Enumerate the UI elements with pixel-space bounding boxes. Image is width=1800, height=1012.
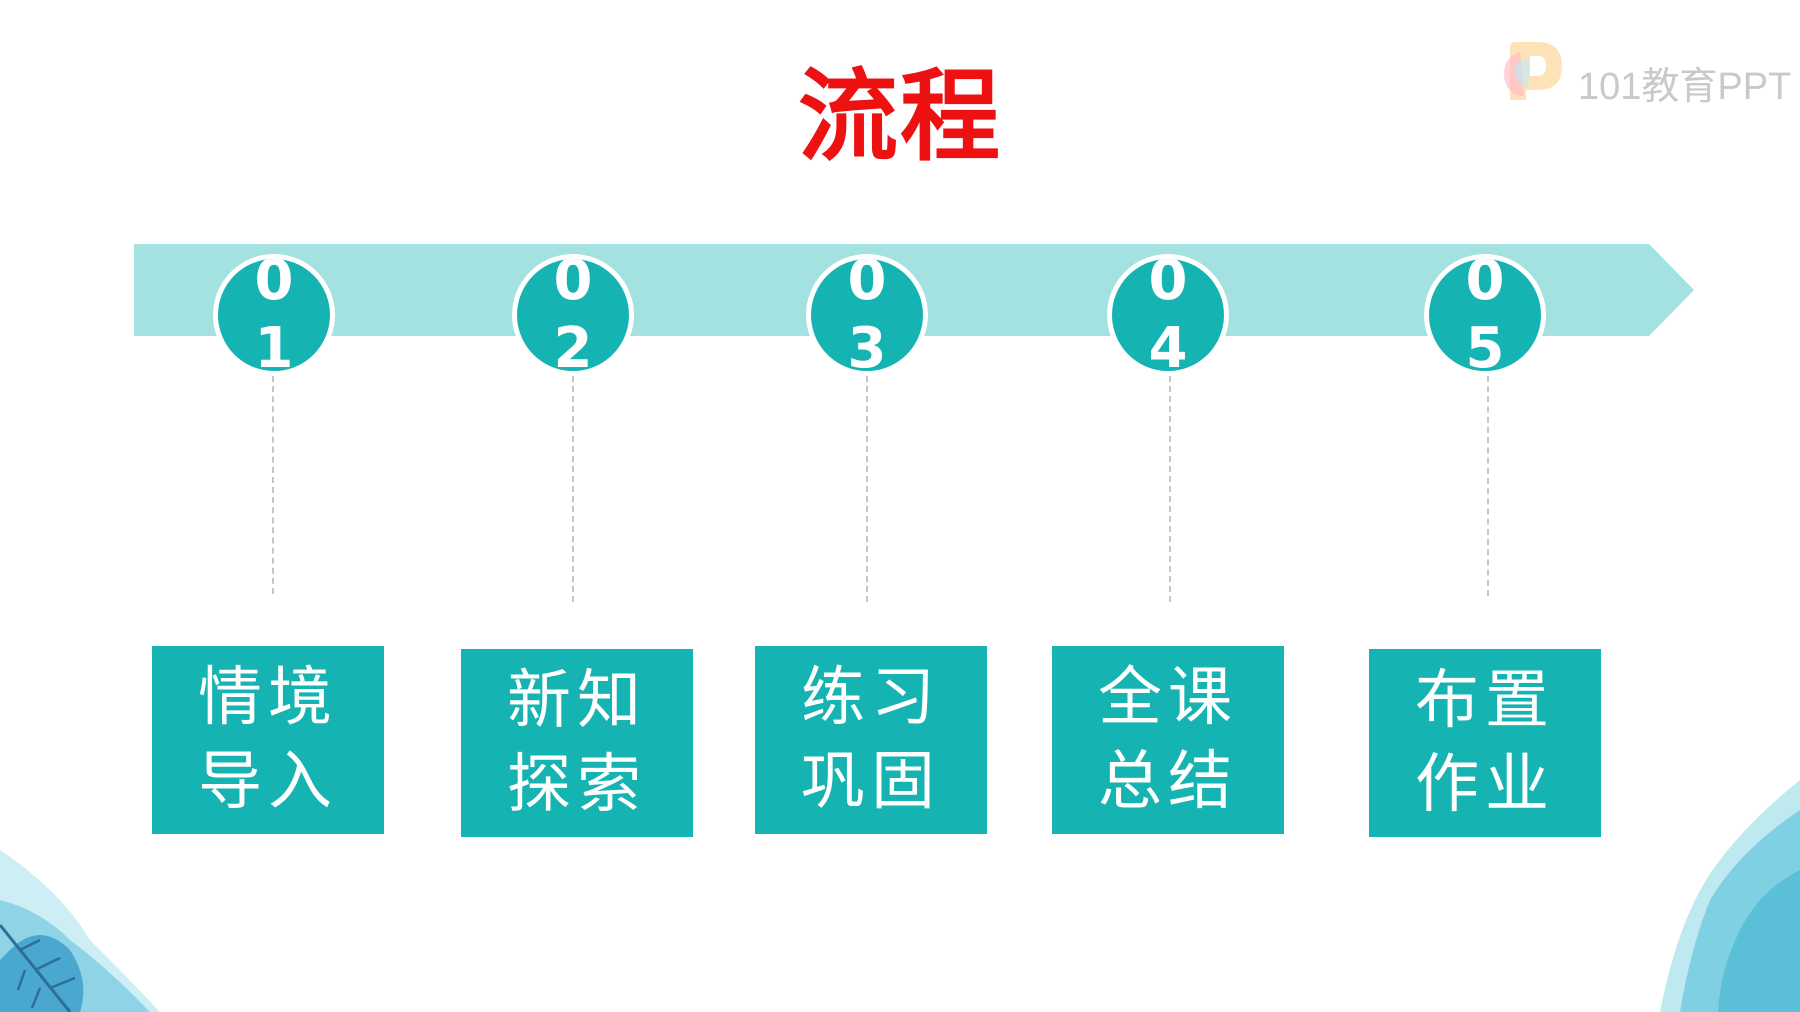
step-card: 情境 导入 [152, 646, 384, 834]
dashed-connector [1487, 376, 1489, 596]
step-number-top: 0 [847, 254, 887, 313]
step-number-badge: 0 5 [1424, 254, 1546, 376]
brand-logo: 101教育PPT [1500, 38, 1791, 108]
step-label-line2: 作业 [1415, 748, 1555, 822]
step-label-line1: 布置 [1415, 664, 1555, 738]
step-card: 练习 巩固 [755, 646, 987, 834]
step-card: 新知 探索 [461, 649, 693, 837]
logo-text: 101教育PPT [1578, 66, 1792, 108]
step-label-line2: 总结 [1098, 745, 1238, 819]
step-card: 布置 作业 [1369, 649, 1601, 837]
step-label-line1: 新知 [507, 664, 647, 738]
slide-title: 流程 [798, 58, 1002, 175]
dashed-connector [272, 376, 274, 594]
step-label-line1: 情境 [198, 661, 338, 735]
step-number-top: 0 [553, 254, 593, 313]
step-number-top: 0 [254, 254, 294, 313]
step-number-top: 0 [1465, 254, 1505, 313]
wave-decoration-icon [1660, 780, 1800, 1012]
step-label-line1: 练习 [801, 661, 941, 735]
dashed-connector [1169, 376, 1171, 602]
dashed-connector [866, 376, 868, 602]
step-label-line1: 全课 [1098, 661, 1238, 735]
step-number-badge: 0 2 [512, 254, 634, 376]
step-number-bottom: 4 [1148, 316, 1188, 376]
step-number-bottom: 1 [254, 316, 294, 376]
step-label-line2: 导入 [198, 745, 338, 819]
leaf-decoration-icon [0, 850, 160, 1012]
step-number-badge: 0 1 [213, 254, 335, 376]
step-number-bottom: 2 [553, 316, 593, 376]
step-label-line2: 巩固 [801, 745, 941, 819]
step-number-badge: 0 4 [1107, 254, 1229, 376]
dashed-connector [572, 376, 574, 602]
step-number-badge: 0 3 [806, 254, 928, 376]
step-number-bottom: 3 [847, 316, 887, 376]
step-number-bottom: 5 [1465, 316, 1505, 376]
step-label-line2: 探索 [507, 748, 647, 822]
step-card: 全课 总结 [1052, 646, 1284, 834]
logo-p-icon [1503, 42, 1562, 100]
step-number-top: 0 [1148, 254, 1188, 313]
